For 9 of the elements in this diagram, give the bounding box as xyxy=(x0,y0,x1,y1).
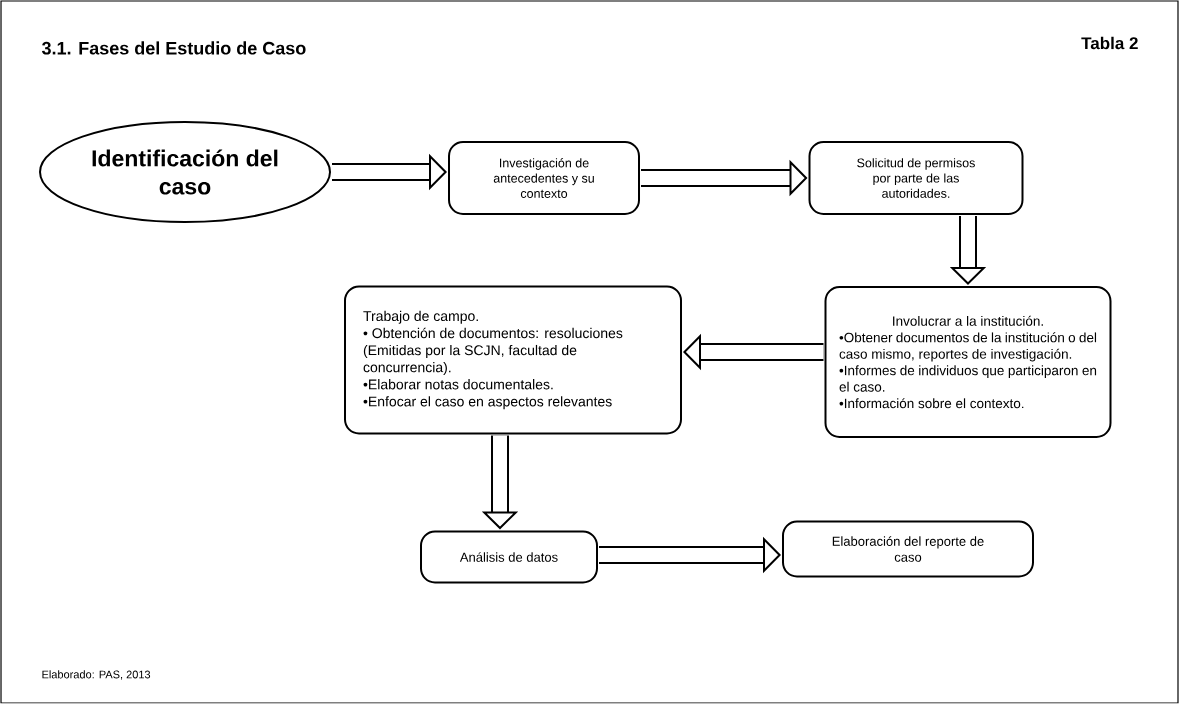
title: 3.1. Fases del Estudio de Caso xyxy=(41,41,306,55)
table-number: Tabla 2 xyxy=(1081,36,1138,50)
process-box: Involucrar a la institución. •Obtener documentos de la institución o del caso mismo, reportes de investigación. •Informes de individuos que participaron en el caso. •Información sobre el contexto. xyxy=(824,286,1112,438)
process-box: Trabajo de campo. • Obtención de documentos: resoluciones (Emitidas por la SCJN, facultad de concurrencia). •Elaborar notas documentales. •Enfocar el caso en aspectos relevantes xyxy=(344,285,682,435)
process-box: Solicitud de permisos por parte de las autoridades. xyxy=(808,141,1024,215)
process-box: Investigación de antecedentes y su contexto xyxy=(448,141,640,215)
process-box: Análisis de datos xyxy=(420,530,598,584)
process-box: Elaboración del reporte de caso xyxy=(782,520,1034,578)
source-note: Elaborado: PAS, 2013 xyxy=(42,670,151,680)
